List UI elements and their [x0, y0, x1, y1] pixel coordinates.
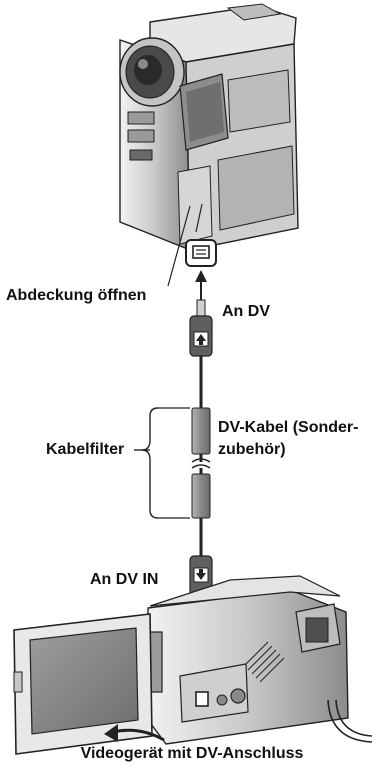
- top-camcorder: [119, 3, 299, 287]
- label-kabelfilter: Kabelfilter: [46, 441, 125, 458]
- lcd-panel: [13, 613, 153, 755]
- label-an-dv-in: An DV IN: [90, 571, 159, 588]
- label-an-dv: An DV: [222, 303, 270, 320]
- caption-videogeraet: Videogerät mit DV-Anschluss: [80, 745, 304, 762]
- curved-arrow-icon: [104, 724, 165, 742]
- bottom-camcorder: [147, 575, 373, 745]
- label-abdeckung-oeffnen: Abdeckung öffnen: [6, 287, 147, 304]
- label-dv-kabel-line2: zubehör): [218, 441, 286, 458]
- kabelfilter-bracket: [134, 407, 190, 519]
- label-dv-kabel-line1: DV-Kabel (Sonder-: [218, 419, 359, 436]
- arrow-down-icon: [196, 569, 206, 580]
- dv-port-icon: [185, 239, 217, 267]
- arrow-up-icon: [196, 334, 206, 345]
